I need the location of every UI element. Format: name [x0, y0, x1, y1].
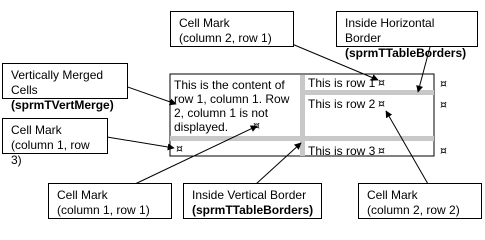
merged-cell-content: This is the content of row 1, column 1. …: [174, 78, 290, 134]
cell-col2-row3: This is row 3: [308, 144, 376, 158]
leader-inside-horizontal-border: [416, 46, 431, 93]
leader-cell-mark-col2-row2: [385, 110, 429, 185]
leader-vertically-merged: [121, 84, 177, 106]
cell-mark-col2-row1: ¤: [378, 76, 385, 89]
inside-horizontal-border-2: [302, 136, 434, 141]
cell-col2-row2: This is row 2: [308, 97, 376, 111]
callout-detail: (column 2, row 2): [367, 203, 460, 217]
callout-title: Cell Mark: [57, 188, 108, 202]
cell-mark-col1-row1: ¤: [253, 119, 260, 132]
leader-cell-mark-col2-row1: [291, 43, 379, 81]
cell-mark-col1-row3: ¤: [176, 142, 183, 155]
callout-title: Inside Horizontal Border: [345, 16, 435, 45]
inside-horizontal-border-1: [302, 90, 434, 95]
leader-cell-mark-col1-row3: [106, 136, 175, 151]
callout-detail: (sprmTTableBorders): [345, 46, 467, 60]
callout-vertically-merged-cells: Vertically Merged Cells (sprmTVertMerge): [2, 63, 128, 112]
callout-cell-mark-col2-row2: Cell Mark (column 2, row 2): [358, 183, 482, 219]
end-of-row-mark-3: ¤: [440, 144, 447, 157]
callout-title: Inside Vertical Border: [192, 188, 307, 202]
leader-inside-vertical-border: [255, 142, 302, 185]
end-of-row-mark-2: ¤: [440, 98, 447, 111]
callout-title: Vertically Merged Cells: [11, 68, 104, 97]
cell-mark-col2-row3: ¤: [378, 144, 385, 157]
end-of-row-mark-1: ¤: [440, 77, 447, 90]
inside-horizontal-border-col1: [170, 136, 302, 141]
callout-title: Cell Mark: [179, 16, 230, 30]
callout-cell-mark-col1-row1: Cell Mark (column 1, row 1): [48, 183, 172, 219]
callout-detail: (sprmTVertMerge): [11, 98, 114, 112]
callout-title: Cell Mark: [11, 123, 62, 137]
callout-inside-vertical-border: Inside Vertical Border (sprmTTableBorder…: [183, 183, 322, 219]
table-grid: [169, 73, 435, 157]
cell-col2-row1: This is row 1: [308, 76, 376, 90]
callout-inside-horizontal-border: Inside Horizontal Border (sprmTTableBord…: [336, 11, 478, 60]
callout-detail: (column 2, row 1): [179, 31, 272, 45]
cell-mark-col2-row2: ¤: [378, 97, 385, 110]
callout-detail: (column 1, row 1): [57, 203, 150, 217]
table-illustration: This is the content of row 1, column 1. …: [169, 73, 447, 158]
leader-cell-mark-col1-row1: [134, 125, 258, 185]
leader-lines: [106, 43, 431, 185]
inside-vertical-border: [300, 75, 305, 156]
callout-cell-mark-col1-row3: Cell Mark (column 1, row 3): [2, 118, 108, 167]
callout-detail: (sprmTTableBorders): [192, 203, 314, 217]
callout-detail: (column 1, row 3): [11, 138, 90, 167]
callout-title: Cell Mark: [367, 188, 418, 202]
callout-cell-mark-col2-row1: Cell Mark (column 2, row 1): [170, 11, 294, 47]
